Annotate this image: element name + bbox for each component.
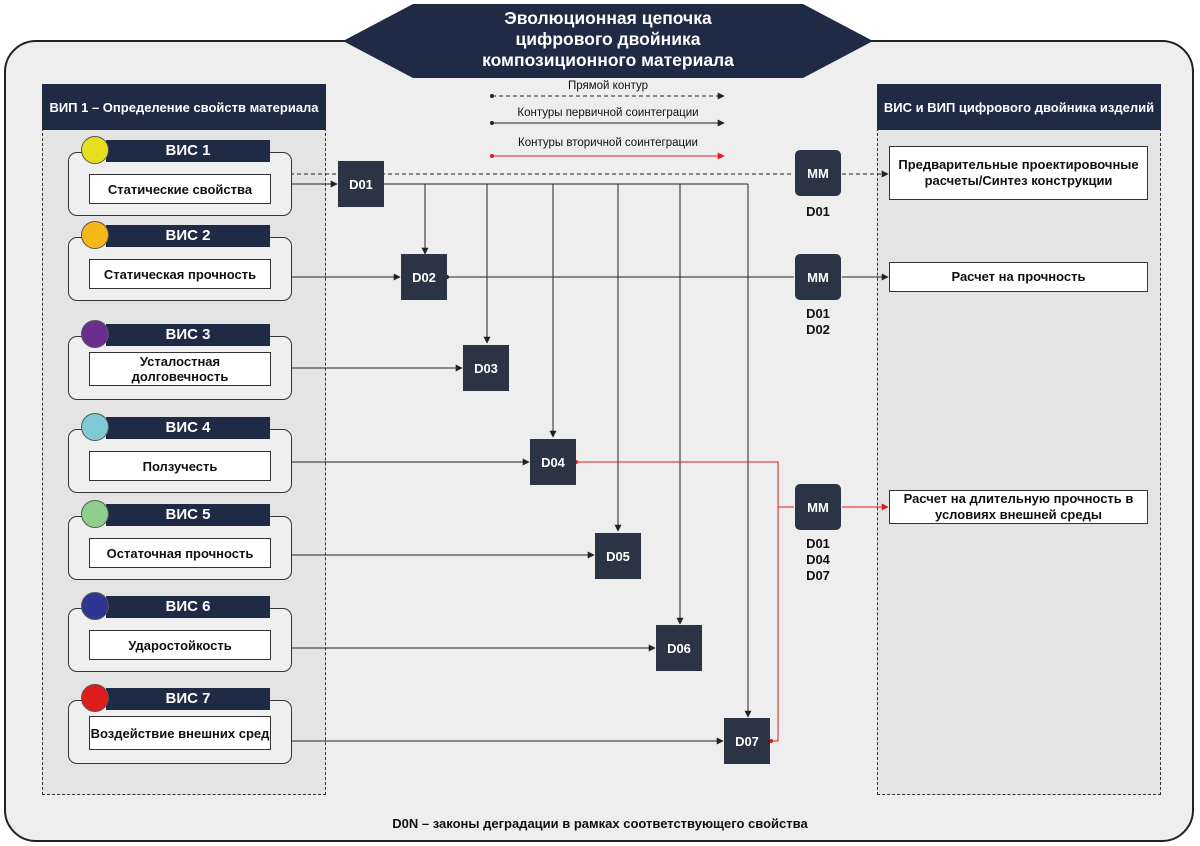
node-mm-1[interactable]: ММ	[795, 150, 841, 196]
node-mm-3[interactable]: ММ	[795, 484, 841, 530]
title-line-1: Эволюционная цепочка	[504, 8, 712, 28]
vis-tab: ВИС 7	[106, 688, 270, 710]
mm-2-caption-line: D02	[806, 322, 830, 337]
right-panel-header: ВИС и ВИП цифрового двойника изделий	[877, 84, 1161, 130]
vis-label: Ползучесть	[89, 451, 271, 481]
vis-label: Усталостная долговечность	[89, 352, 271, 386]
mm-1-caption: D01	[795, 204, 841, 220]
vis-label: Остаточная прочность	[89, 538, 271, 568]
title-line-3: композиционного материала	[482, 50, 734, 70]
vis-label: Статические свойства	[89, 174, 271, 204]
node-d02[interactable]: D02	[401, 254, 447, 300]
title-banner	[343, 4, 873, 78]
vis-color-dot	[81, 684, 109, 712]
node-d01[interactable]: D01	[338, 161, 384, 207]
vis-tab: ВИС 5	[106, 504, 270, 526]
right-item-strength-calc[interactable]: Расчет на прочность	[889, 262, 1148, 292]
diagram-title: Эволюционная цепочка цифрового двойника …	[343, 8, 873, 71]
vis-label: Статическая прочность	[89, 259, 271, 289]
right-panel	[877, 118, 1161, 795]
node-d05[interactable]: D05	[595, 533, 641, 579]
mm-3-caption: D01 D04 D07	[795, 536, 841, 584]
node-d06[interactable]: D06	[656, 625, 702, 671]
legend-secondary-label: Контуры вторичной соинтеграции	[518, 137, 698, 149]
legend-direct-label: Прямой контур	[567, 80, 648, 92]
vis-color-dot	[81, 320, 109, 348]
vis-tab: ВИС 6	[106, 596, 270, 618]
title-line-2: цифрового двойника	[515, 29, 701, 49]
vis-tab: ВИС 1	[106, 140, 270, 162]
vis-color-dot	[81, 221, 109, 249]
mm-3-caption-line: D04	[806, 552, 830, 567]
vis-color-dot	[81, 136, 109, 164]
vis-label: Воздействие внешних сред	[89, 716, 271, 750]
vis-tab: ВИС 3	[106, 324, 270, 346]
node-d07[interactable]: D07	[724, 718, 770, 764]
right-item-preliminary-design[interactable]: Предварительные проектировочные расчеты/…	[889, 146, 1148, 200]
mm-3-caption-line: D07	[806, 568, 830, 583]
node-d03[interactable]: D03	[463, 345, 509, 391]
right-item-long-term-strength[interactable]: Расчет на длительную прочность в условия…	[889, 490, 1148, 524]
legend-primary-label: Контуры первичной соинтеграции	[517, 107, 699, 119]
node-mm-2[interactable]: ММ	[795, 254, 841, 300]
mm-2-caption-line: D01	[806, 306, 830, 321]
vis-color-dot	[81, 592, 109, 620]
vis-label: Ударостойкость	[89, 630, 271, 660]
footer-note: D0N – законы деградации в рамках соответ…	[392, 816, 808, 831]
left-panel-header: ВИП 1 – Определение свойств материала	[42, 84, 326, 130]
mm-3-caption-line: D01	[806, 536, 830, 551]
mm-2-caption: D01 D02	[795, 306, 841, 338]
mm-1-caption-line: D01	[806, 204, 830, 219]
node-d04[interactable]: D04	[530, 439, 576, 485]
vis-color-dot	[81, 413, 109, 441]
vis-color-dot	[81, 500, 109, 528]
vis-tab: ВИС 4	[106, 417, 270, 439]
vis-tab: ВИС 2	[106, 225, 270, 247]
